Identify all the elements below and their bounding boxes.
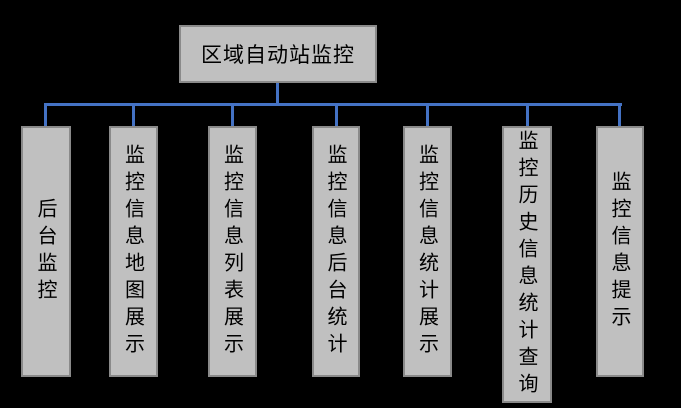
node-list-display: 监控信息列表展示 <box>208 126 257 377</box>
connector-drop-6 <box>526 103 529 127</box>
node-backend-statistics: 监控信息后台统计 <box>312 126 360 377</box>
connector-drop-4 <box>335 103 338 127</box>
connector-drop-5 <box>426 103 429 127</box>
node-statistics-display: 监控信息统计展示 <box>403 126 452 377</box>
node-backend-monitoring: 后台监控 <box>21 126 71 377</box>
node-label: 监控信息后台统计 <box>324 143 348 360</box>
connector-drop-1 <box>44 103 47 127</box>
connector-drop-7 <box>618 103 621 127</box>
node-info-prompt: 监控信息提示 <box>596 126 644 377</box>
node-label: 监控信息统计展示 <box>415 143 440 360</box>
connector-root-stub <box>276 83 279 104</box>
connector-drop-3 <box>231 103 234 127</box>
node-label: 监控信息地图展示 <box>121 143 146 360</box>
node-label: 监控信息列表展示 <box>220 143 245 360</box>
node-map-display: 监控信息地图展示 <box>109 126 158 377</box>
node-label: 监控信息提示 <box>608 170 632 333</box>
node-root: 区域自动站监控 <box>179 25 377 83</box>
connector-drop-2 <box>132 103 135 127</box>
node-root-label: 区域自动站监控 <box>201 43 355 67</box>
node-label: 监控历史信息统计查询 <box>515 129 539 400</box>
node-history-statistics-query: 监控历史信息统计查询 <box>502 126 552 403</box>
connector-horizontal-bar <box>44 103 622 106</box>
node-label: 后台监控 <box>34 197 58 306</box>
